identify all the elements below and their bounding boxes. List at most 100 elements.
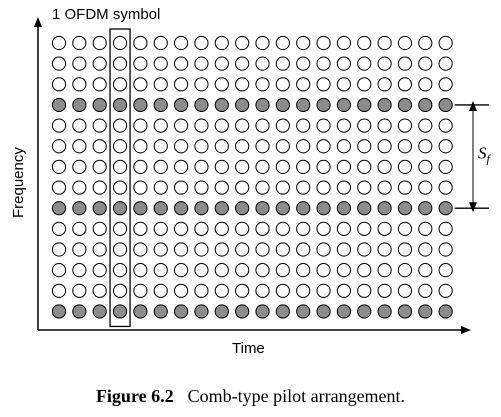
data-subcarrier bbox=[316, 283, 331, 298]
data-subcarrier bbox=[92, 118, 107, 133]
data-subcarrier bbox=[235, 221, 250, 236]
data-subcarrier bbox=[112, 221, 128, 236]
data-subcarrier bbox=[316, 139, 331, 154]
data-subcarrier bbox=[133, 56, 148, 71]
pilot-subcarrier bbox=[235, 97, 250, 113]
data-subcarrier bbox=[194, 242, 209, 257]
data-subcarrier bbox=[296, 77, 311, 92]
data-subcarrier bbox=[153, 263, 168, 278]
data-subcarrier bbox=[336, 118, 351, 133]
data-subcarrier bbox=[255, 283, 270, 298]
data-subcarrier bbox=[153, 242, 168, 257]
data-subcarrier bbox=[418, 77, 433, 92]
pilot-subcarrier bbox=[316, 304, 331, 319]
data-subcarrier bbox=[174, 180, 189, 195]
data-subcarrier bbox=[112, 35, 128, 51]
data-subcarrier bbox=[174, 263, 189, 278]
data-subcarrier bbox=[397, 180, 413, 195]
data-subcarrier bbox=[194, 263, 209, 278]
pilot-subcarrier bbox=[438, 304, 453, 319]
data-subcarrier bbox=[235, 159, 250, 174]
data-subcarrier bbox=[51, 118, 67, 133]
data-subcarrier bbox=[255, 242, 270, 257]
data-subcarrier bbox=[316, 35, 331, 51]
data-subcarrier bbox=[235, 118, 250, 133]
pilot-subcarrier bbox=[316, 97, 331, 113]
data-subcarrier bbox=[194, 56, 209, 71]
data-subcarrier bbox=[255, 35, 270, 51]
data-subcarrier bbox=[438, 180, 453, 195]
data-subcarrier bbox=[397, 283, 413, 298]
data-subcarrier bbox=[418, 180, 433, 195]
pilot-subcarrier bbox=[235, 304, 250, 319]
data-subcarrier bbox=[336, 159, 351, 174]
data-subcarrier bbox=[194, 35, 209, 51]
data-subcarrier bbox=[357, 77, 372, 92]
pilot-subcarrier bbox=[357, 201, 372, 216]
data-subcarrier bbox=[336, 283, 351, 298]
pilot-subcarrier bbox=[377, 97, 392, 113]
data-subcarrier bbox=[296, 221, 311, 236]
pilot-subcarrier bbox=[153, 201, 168, 216]
data-subcarrier bbox=[296, 35, 311, 51]
data-subcarrier bbox=[357, 35, 372, 51]
pilot-subcarrier bbox=[296, 201, 311, 216]
data-subcarrier bbox=[255, 118, 270, 133]
data-subcarrier bbox=[51, 159, 67, 174]
data-subcarrier bbox=[174, 56, 189, 71]
pilot-subcarrier bbox=[133, 201, 148, 216]
pilot-subcarrier bbox=[377, 304, 392, 319]
data-subcarrier bbox=[316, 263, 331, 278]
pilot-subcarrier bbox=[92, 97, 107, 113]
data-subcarrier bbox=[51, 263, 67, 278]
data-subcarrier bbox=[235, 242, 250, 257]
frequency-axis-label: Frequency bbox=[10, 147, 27, 218]
data-subcarrier bbox=[235, 77, 250, 92]
data-subcarrier bbox=[438, 221, 453, 236]
data-subcarrier bbox=[438, 35, 453, 51]
data-subcarrier bbox=[377, 263, 392, 278]
pilot-subcarrier bbox=[51, 201, 67, 216]
data-subcarrier bbox=[174, 242, 189, 257]
data-subcarrier bbox=[133, 77, 148, 92]
data-subcarrier bbox=[397, 263, 413, 278]
pilot-subcarrier bbox=[255, 97, 270, 113]
data-subcarrier bbox=[377, 35, 392, 51]
data-subcarrier bbox=[112, 118, 128, 133]
data-subcarrier bbox=[296, 139, 311, 154]
data-subcarrier bbox=[397, 118, 413, 133]
caption-number: Figure 6.2 bbox=[95, 386, 174, 406]
data-subcarrier bbox=[153, 77, 168, 92]
pilot-subcarrier bbox=[275, 304, 290, 319]
data-subcarrier bbox=[316, 221, 331, 236]
data-subcarrier bbox=[397, 35, 413, 51]
pilot-arrangement-diagram: 1 OFDM symbol Frequency Time Sf bbox=[10, 6, 492, 357]
pilot-subcarrier bbox=[51, 97, 67, 113]
data-subcarrier bbox=[72, 118, 87, 133]
data-subcarrier bbox=[418, 118, 433, 133]
data-subcarrier bbox=[336, 263, 351, 278]
pilot-subcarrier bbox=[418, 97, 433, 113]
data-subcarrier bbox=[316, 77, 331, 92]
data-subcarrier bbox=[72, 221, 87, 236]
data-subcarrier bbox=[214, 242, 229, 257]
data-subcarrier bbox=[194, 118, 209, 133]
pilot-subcarrier bbox=[397, 304, 413, 319]
pilot-subcarrier bbox=[235, 201, 250, 216]
data-subcarrier bbox=[296, 180, 311, 195]
data-subcarrier bbox=[51, 242, 67, 257]
data-subcarrier bbox=[255, 77, 270, 92]
data-subcarrier bbox=[112, 263, 128, 278]
data-subcarrier bbox=[72, 77, 87, 92]
data-subcarrier bbox=[153, 35, 168, 51]
data-subcarrier bbox=[214, 263, 229, 278]
time-axis-label: Time bbox=[232, 340, 265, 357]
data-subcarrier bbox=[438, 263, 453, 278]
data-subcarrier bbox=[51, 180, 67, 195]
data-subcarrier bbox=[418, 283, 433, 298]
data-subcarrier bbox=[92, 139, 107, 154]
data-subcarrier bbox=[153, 283, 168, 298]
data-subcarrier bbox=[397, 56, 413, 71]
data-subcarrier bbox=[235, 56, 250, 71]
pilot-subcarrier bbox=[214, 201, 229, 216]
